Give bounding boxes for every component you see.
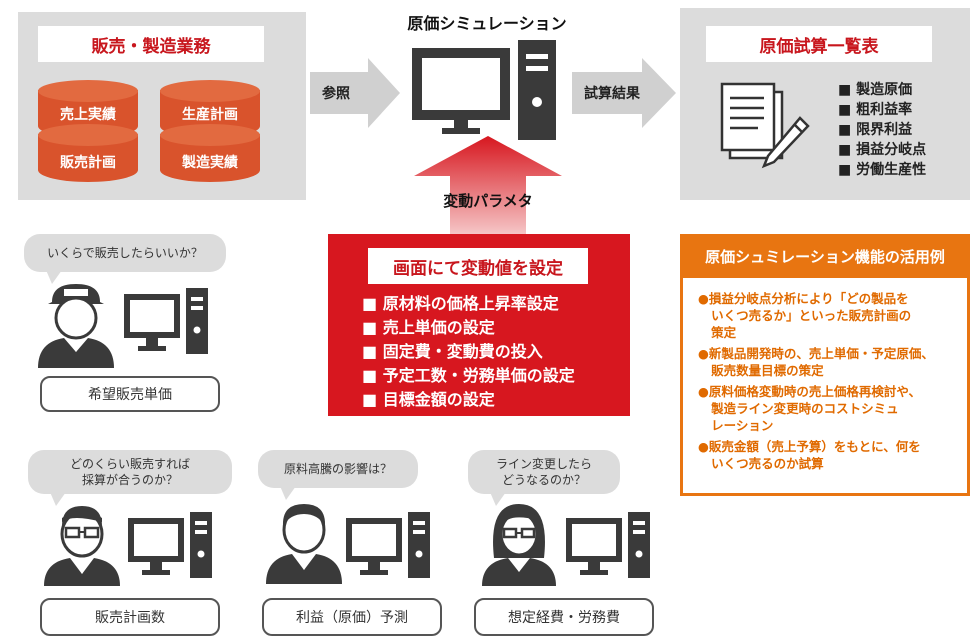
parameter-panel-title: 画面にて変動値を設定 [393,258,563,279]
computer-icon [566,512,650,578]
man-icon [266,504,342,584]
usage-items: ●損益分岐点分析により「どの製品を いくつ売るか」といった販売計画の 策定 ●新… [698,290,960,476]
speech-bubble: どのくらい販売すれば採算が合うのか？ [28,450,232,506]
usage-panel-title: 原価シュミレーション機能の活用例 [705,247,945,266]
caption-box: 販売計画数 [40,598,220,636]
sales-panel-title: 販売・製造業務 [91,36,211,57]
database-drum: 製造実績 [160,124,260,194]
usage-item: ●損益分岐点分析により「どの製品を いくつ売るか」といった販売計画の 策定 [698,291,912,340]
list-item: ■ 売上単価の設定 [362,318,495,337]
parameter-up-arrow [414,136,562,236]
computer-icon [124,288,208,354]
usage-item: ●販売金額（売上予算）をもとに、何を いくつ売るのか試算 [698,439,921,471]
document-pencil-icon [720,82,810,169]
result-arrow-label: 試算結果 [584,86,640,102]
list-item: ■ 労働生産性 [838,162,927,178]
list-item: ■ 固定費・変動費の投入 [362,342,543,361]
reference-arrow-label: 参照 [322,86,350,102]
speech-bubble: 原料高騰の影響は？ [258,450,418,500]
list-item: ■ 原材料の価格上昇率設定 [362,294,559,313]
parameter-panel-title-box: 画面にて変動値を設定 [368,248,588,284]
speech-bubble: ライン変更したらどうなるのか？ [468,450,620,506]
caption-box: 希望販売単価 [40,376,220,412]
list-item: ■ 損益分岐点 [838,142,927,158]
woman-glasses-icon [482,504,556,586]
reference-arrow [310,58,400,128]
usage-item: ●新製品開発時の、売上単価・予定原価、 販売数量目標の策定 [698,346,934,378]
result-panel-title: 原価試算一覧表 [759,36,879,57]
worker-cap-icon [38,284,114,368]
computer-icon [412,40,556,140]
sales-panel-title-box: 販売・製造業務 [38,26,264,62]
simulation-title: 原価シミュレーション [407,14,567,33]
result-arrow [572,58,676,128]
computer-icon [346,512,430,578]
result-items-list: ■ 製造原価 ■ 粗利益率 ■ 限界利益 ■ 損益分岐点 ■ 労働生産性 [838,80,926,180]
result-panel-title-box: 原価試算一覧表 [706,26,932,62]
caption-box: 想定経費・労務費 [474,598,654,636]
list-item: ■ 製造原価 [838,82,913,98]
speech-bubble: いくらで販売したらいいか？ [24,234,226,284]
man-glasses-icon [44,506,120,586]
computer-icon [128,512,212,578]
usage-panel-title-bar: 原価シュミレーション機能の活用例 [680,234,970,278]
list-item: ■ 限界利益 [838,122,913,138]
caption-box: 利益（原価）予測 [262,598,442,636]
parameter-items-list: ■ 原材料の価格上昇率設定 ■ 売上単価の設定 ■ 固定費・変動費の投入 ■ 予… [362,292,575,412]
usage-item: ●原料価格変動時の売上価格再検討や、 製造ライン変更時のコストシミュ レーション [698,384,922,433]
list-item: ■ 予定工数・労務単価の設定 [362,366,575,385]
parameter-label: 変動パラメタ [443,192,533,210]
list-item: ■ 目標金額の設定 [362,390,495,409]
list-item: ■ 粗利益率 [838,102,913,118]
database-drum: 販売計画 [38,124,138,194]
